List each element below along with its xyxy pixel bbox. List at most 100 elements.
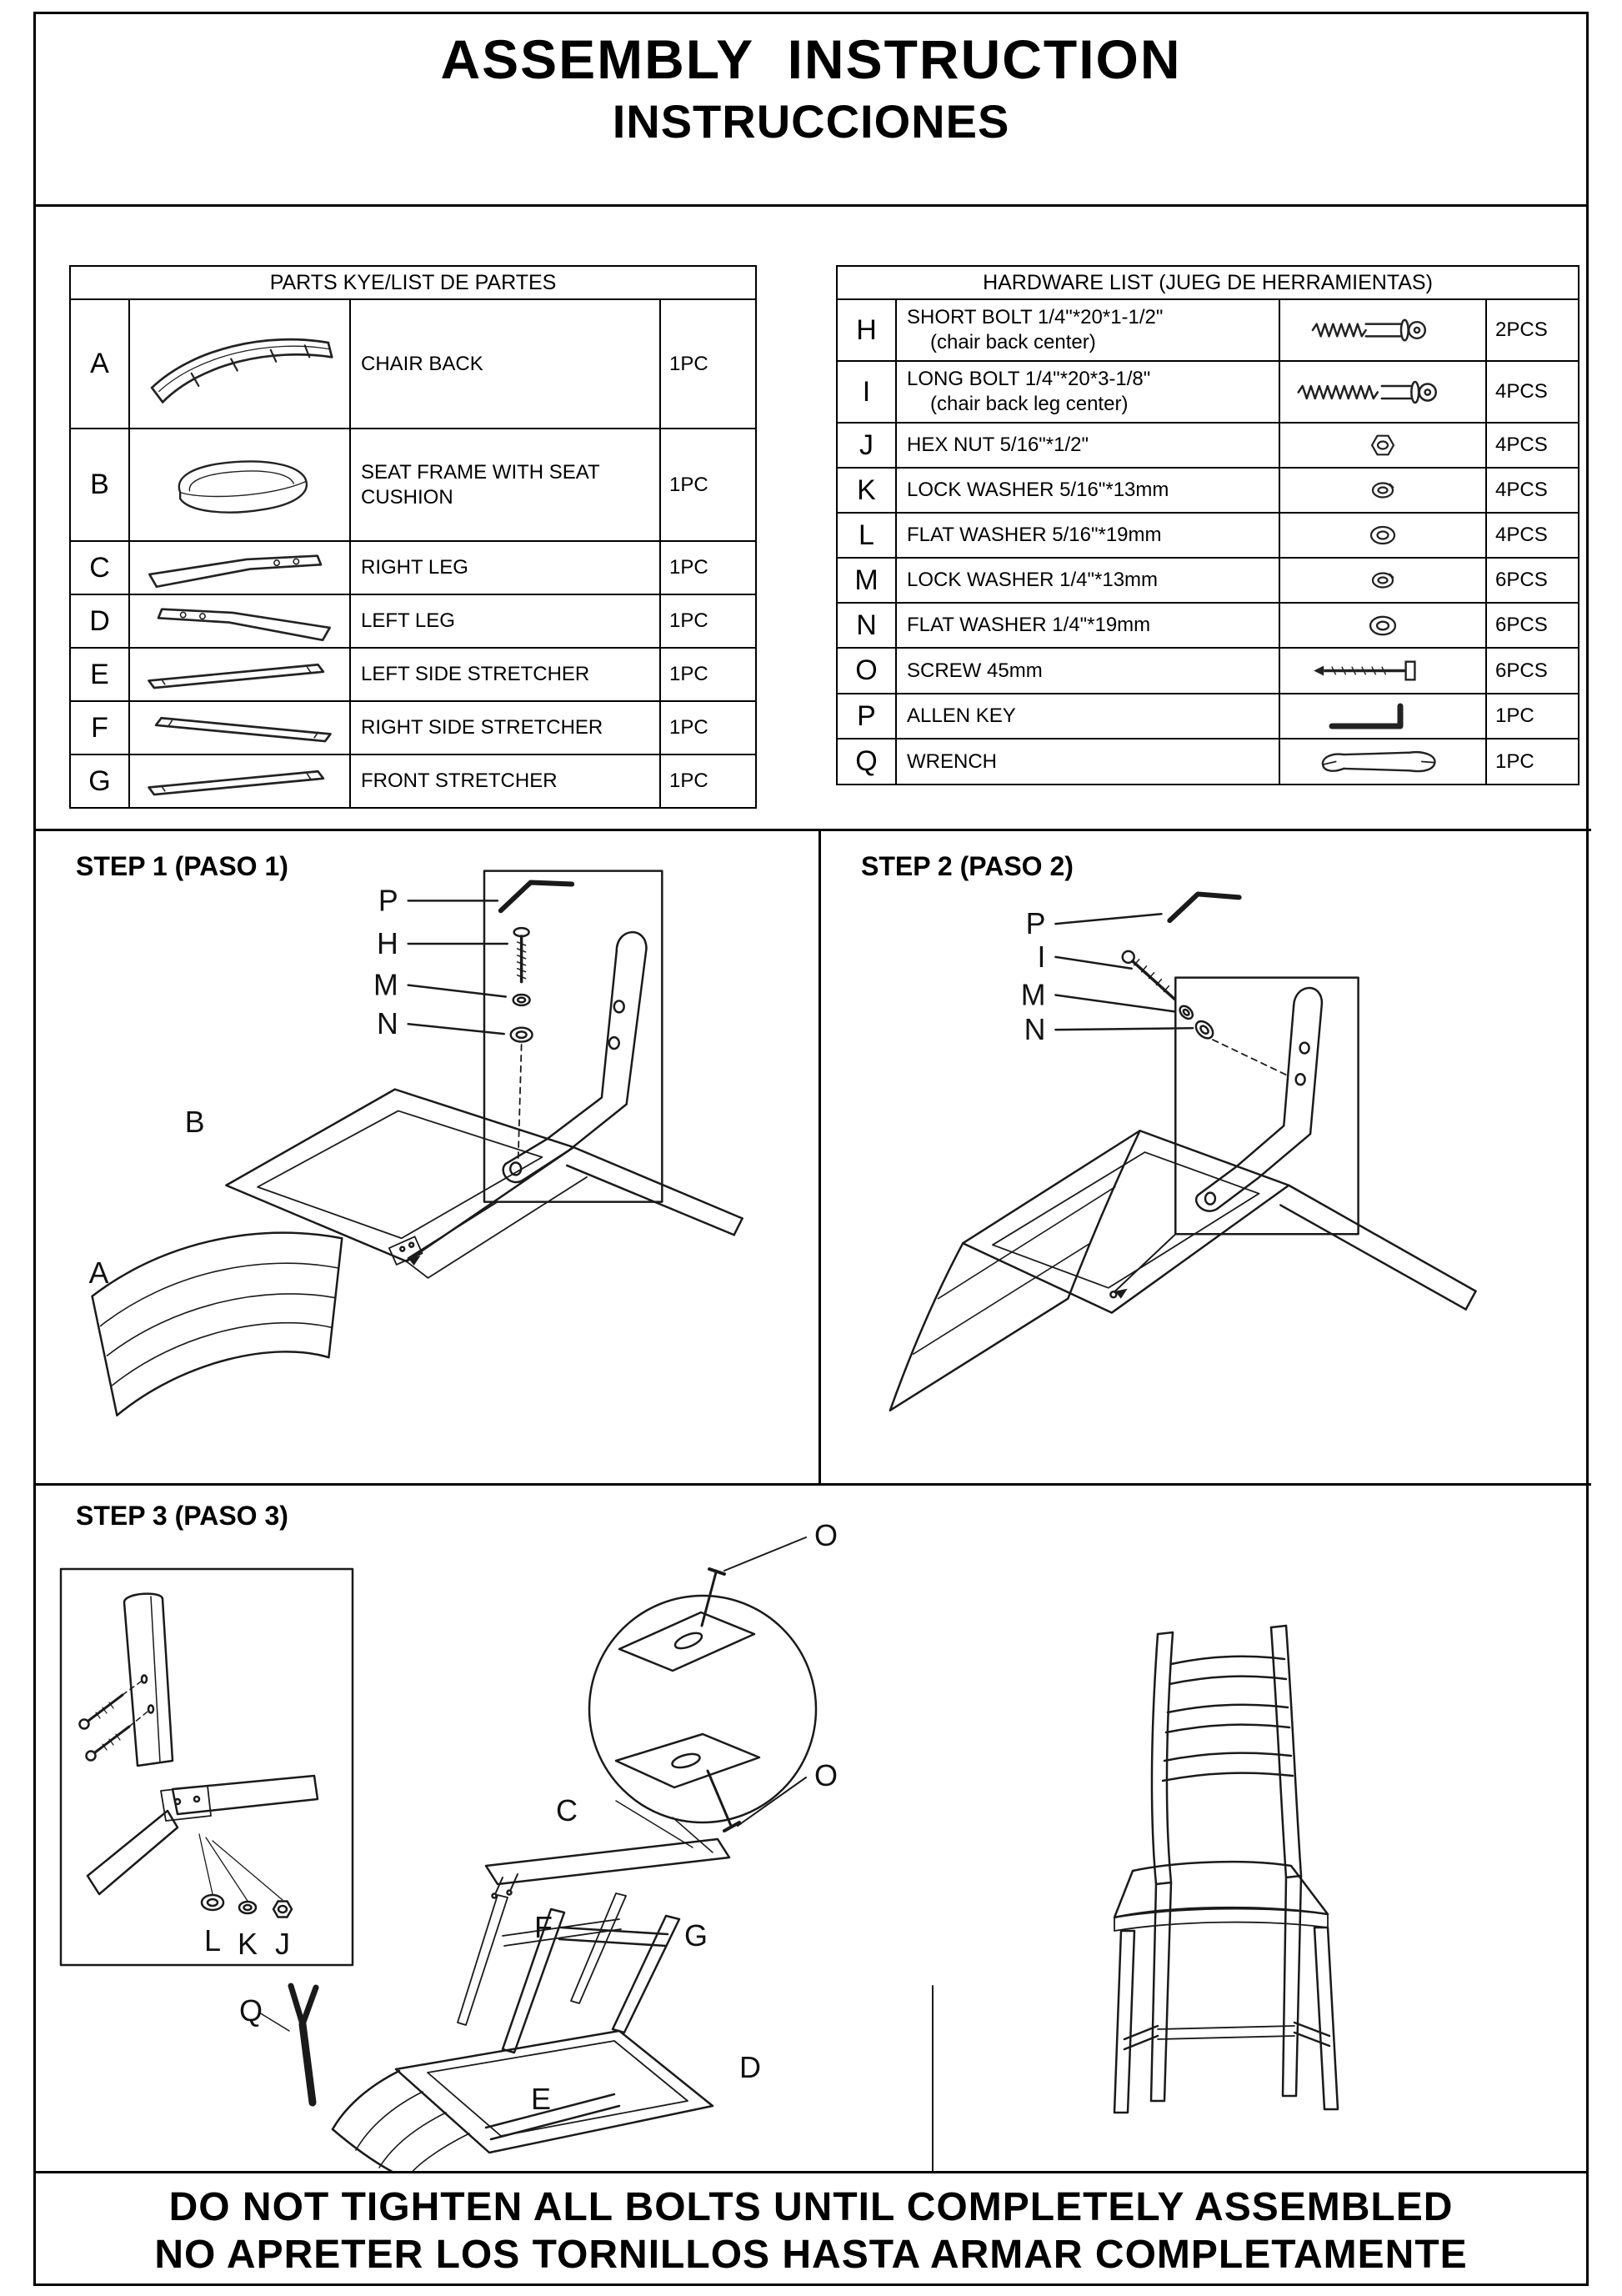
part-image-cell [128,594,351,649]
part-image-cell [128,428,351,542]
step1-panel: STEP 1 (PASO 1) [36,831,821,1483]
short-bolt-icon [1306,308,1460,353]
chair-back-drawing [889,1130,1141,1411]
step1-label-b: B [185,1105,205,1139]
right-leg-icon [142,546,338,590]
step1-label-a: A [89,1256,109,1290]
steps-1-2-section: STEP 1 (PASO 1) [36,829,1591,1486]
allen-key-icon [1167,891,1242,924]
step3-label-d: D [739,2050,761,2084]
step3-panel: STEP 3 (PASO 3) [36,1486,1591,2171]
title-divider [36,204,1586,207]
step3-label-g: G [684,1918,708,1953]
lock-washer-icon [1320,562,1445,599]
step1-diagram: P H M N B A [89,870,743,1416]
part-qty: 1PC [658,754,758,809]
long-bolt-icon [85,1711,148,1762]
left-side-stretcher-icon [142,655,338,694]
hw-name: ALLEN KEY [907,704,1016,727]
table-row: O SCREW 45mm 6PCS [836,647,1579,694]
step2-title: STEP 2 (PASO 2) [861,851,1074,881]
hw-image-cell [1279,647,1487,694]
hw-qty: 4PCS [1485,360,1579,424]
parts-table-header: PARTS KYE/LIST DE PARTES [68,265,758,300]
table-row: M LOCK WASHER 1/4"*13mm 6PCS [836,557,1579,604]
table-row: P ALLEN KEY 1PC [836,693,1579,739]
hw-qty: 6PCS [1485,647,1579,694]
part-letter: E [69,647,130,702]
allen-key-icon [1320,698,1445,734]
hw-name-cell: HEX NUT 5/16"*1/2" [895,422,1280,469]
detail-box [1174,976,1359,1236]
right-side-stretcher-icon [142,709,338,747]
leg-assembly-drawing [331,1892,714,2171]
hw-qty: 2PCS [1485,298,1579,362]
part-letter: B [69,428,130,542]
hw-name: FLAT WASHER 1/4"*19mm [907,614,1151,636]
leader-line [407,984,508,998]
hw-image-cell [1279,602,1487,649]
step3-label-q: Q [239,1993,263,2028]
table-row: G FRONT STRETCHER 1PC [69,754,758,809]
hw-name: LONG BOLT 1/4"*20*3-1/8" [907,368,1151,390]
part-qty: 1PC [658,428,758,542]
title-block: ASSEMBLY INSTRUCTION INSTRUCCIONES [36,28,1586,148]
warning-footer: DO NOT TIGHTEN ALL BOLTS UNTIL COMPLETEL… [36,2171,1586,2288]
hw-name: FLAT WASHER 5/16"*19mm [907,524,1162,546]
seat-cushion-icon [153,442,328,529]
hw-name-cell: FLAT WASHER 1/4"*19mm [895,602,1280,649]
step3-label-o-top: O [814,1518,838,1552]
finished-chair-drawing [1113,1624,1339,2114]
part-image-cell [128,540,351,595]
table-row: C RIGHT LEG 1PC [69,540,758,595]
step3-title: STEP 3 (PASO 3) [76,1501,288,1531]
leg-post-drawing [123,1592,174,1767]
left-leg-icon [142,599,338,644]
part-image-cell [128,647,351,702]
step1-callout-h: H [377,927,398,960]
page-title: ASSEMBLY INSTRUCTION [440,28,1182,90]
hw-name-cell: ALLEN KEY [895,693,1280,739]
wrench-icon [1308,739,1458,784]
step3-label-j: J [275,1927,290,1961]
allen-key-icon [498,880,575,914]
step3-label-c: C [556,1793,578,1827]
flat-washer-icon [1320,517,1445,554]
part-image-cell [128,754,351,809]
long-bolt-icon [78,1681,142,1730]
step2-callout-p: P [1026,907,1046,940]
lock-washer-icon [1179,1005,1194,1020]
part-image-cell [128,700,351,755]
parts-table: PARTS KYE/LIST DE PARTES A CHAIR BACK 1P… [68,265,758,809]
part-qty: 1PC [658,647,758,702]
chair-back-icon [140,319,340,409]
table-row: Q WRENCH 1PC [836,738,1579,785]
hw-qty: 4PCS [1485,512,1579,559]
hw-image-cell [1279,557,1487,604]
lock-washer-icon [205,1837,258,1915]
hw-name-cell: SHORT BOLT 1/4"*20*1-1/2" (chair back ce… [895,298,1280,362]
chair-back-drawing [91,1231,343,1416]
hw-qty: 4PCS [1485,467,1579,514]
part-letter: D [69,594,130,649]
hw-letter: M [836,557,897,604]
hw-name: HEX NUT 5/16"*1/2" [907,434,1089,456]
bolt-axis-line [1212,1039,1290,1077]
step2-callout-m: M [1021,978,1046,1011]
stretcher-c-drawing [484,1837,731,1899]
hw-letter: K [836,467,897,514]
step2-diagram: P I M N [889,891,1477,1411]
leader-line [1054,994,1176,1013]
step3-label-l: L [204,1923,221,1958]
table-row: N FLAT WASHER 1/4"*19mm 6PCS [836,602,1579,649]
step2-callout-n: N [1024,1013,1046,1046]
flat-washer-icon [1316,606,1449,645]
front-stretcher-icon [142,762,338,800]
hw-image-cell [1279,298,1487,362]
hw-name: WRENCH [907,749,997,773]
hw-name-cell: LONG BOLT 1/4"*20*3-1/8" (chair back leg… [895,360,1280,424]
step1-callout-n: N [377,1007,398,1040]
long-bolt-icon [1294,369,1472,415]
hw-letter: I [836,360,897,424]
hw-qty: 1PC [1485,693,1579,739]
